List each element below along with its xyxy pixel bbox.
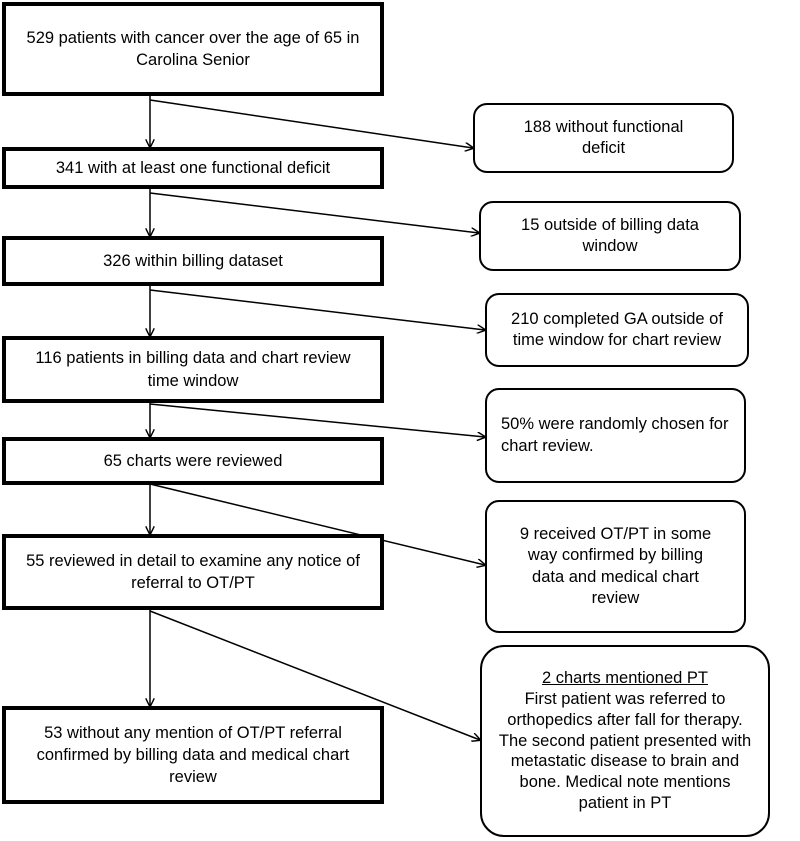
edge-m5-s5 — [149, 483, 485, 565]
step-m2: 341 with at least one functional deficit — [2, 147, 384, 189]
side-s2: 15 outside of billing data window — [479, 201, 741, 271]
side-s3-text: 210 completed GA outside of time window … — [511, 309, 723, 349]
edge-m1-s1 — [149, 99, 473, 148]
edge-m6-s6 — [149, 610, 480, 740]
step-m4: 116 patients in billing data and chart r… — [2, 336, 384, 403]
edge-m2-s2 — [149, 192, 479, 233]
side-s2-text: 15 outside of billing data window — [521, 215, 699, 255]
step-m4-text: 116 patients in billing data and chart r… — [35, 349, 351, 390]
side-s6: 2 charts mentioned PT First patient was … — [480, 645, 770, 837]
side-s5-text: 9 received OT/PT in some way confirmed b… — [519, 524, 712, 607]
step-m5-text: 65 charts were reviewed — [103, 451, 283, 470]
side-s6-line-2: The second patient presented with metast… — [498, 731, 752, 813]
side-s6-heading: 2 charts mentioned PT — [542, 668, 708, 687]
side-s6-line-1: First patient was referred to orthopedic… — [507, 689, 743, 729]
step-m1-text: 529 patients with cancer over the age of… — [26, 28, 360, 69]
step-m7: 53 without any mention of OT/PT referral… — [2, 706, 384, 804]
step-m3-text: 326 within billing dataset — [103, 251, 283, 270]
step-m7-text: 53 without any mention of OT/PT referral… — [36, 723, 350, 787]
step-m5: 65 charts were reviewed — [2, 437, 384, 485]
step-m1: 529 patients with cancer over the age of… — [2, 2, 384, 96]
step-m2-text: 341 with at least one functional deficit — [55, 158, 331, 177]
step-m6: 55 reviewed in detail to examine any not… — [2, 534, 384, 610]
side-s1-text: 188 without functional deficit — [523, 117, 684, 157]
edge-m4-s4 — [149, 403, 485, 437]
step-m3: 326 within billing dataset — [2, 236, 384, 286]
edge-m3-s3 — [149, 289, 485, 330]
step-m6-text: 55 reviewed in detail to examine any not… — [26, 551, 360, 592]
side-s5: 9 received OT/PT in some way confirmed b… — [485, 500, 746, 633]
side-arrows — [149, 99, 485, 740]
side-s4-text: 50% were randomly chosen for chart revie… — [501, 415, 729, 455]
side-s1: 188 without functional deficit — [473, 103, 734, 173]
side-s4: 50% were randomly chosen for chart revie… — [485, 388, 746, 483]
side-s3: 210 completed GA outside of time window … — [485, 293, 749, 367]
